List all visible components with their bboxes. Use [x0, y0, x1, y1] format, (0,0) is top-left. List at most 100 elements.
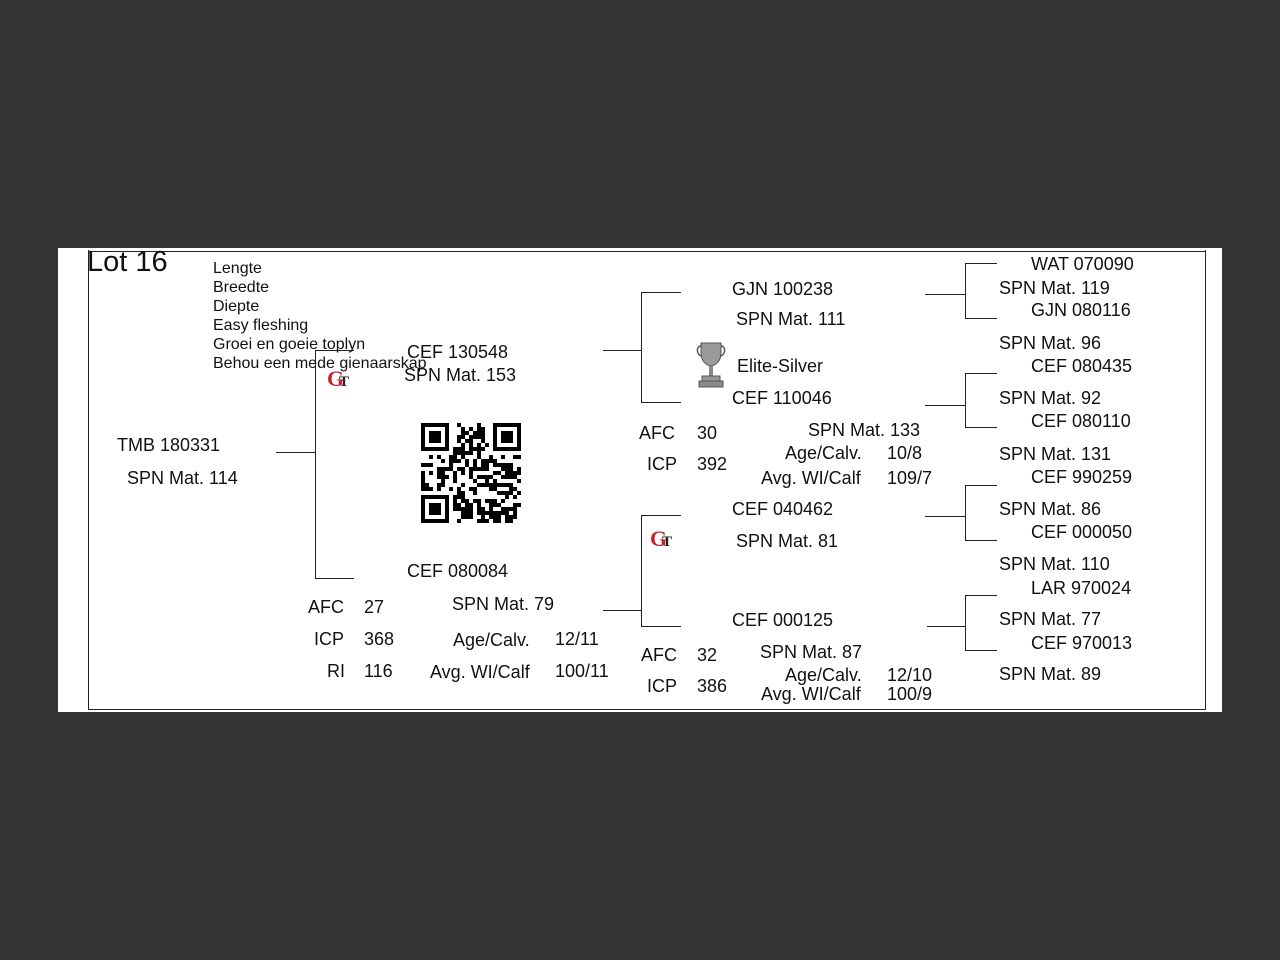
qr-module	[505, 463, 509, 467]
trait: Breedte	[213, 279, 270, 296]
qr-module	[505, 431, 509, 435]
qr-module	[437, 435, 441, 439]
qr-module	[461, 427, 465, 431]
qr-module	[421, 495, 425, 499]
pedigree-sheet	[58, 248, 1222, 712]
qr-module	[441, 447, 445, 451]
qr-module	[445, 519, 449, 523]
qr-module	[437, 475, 441, 479]
qr-module	[477, 455, 481, 459]
gen4-spn: SPN Mat. 86	[999, 499, 1102, 519]
qr-module	[445, 467, 449, 471]
qr-module	[489, 475, 493, 479]
gen4-id: CEF 080435	[1031, 356, 1133, 376]
qr-module	[421, 471, 425, 475]
qr-module	[441, 483, 445, 487]
qr-module	[509, 439, 513, 443]
qr-module	[505, 507, 509, 511]
connector	[965, 263, 966, 318]
qr-module	[465, 507, 469, 511]
qr-module	[509, 463, 513, 467]
qr-module	[481, 483, 485, 487]
connector	[315, 578, 354, 579]
dd-id: CEF 000125	[732, 610, 834, 630]
qr-module	[437, 423, 441, 427]
qr-module	[513, 507, 517, 511]
qr-module	[497, 483, 501, 487]
qr-module	[469, 471, 473, 475]
qr-module	[517, 447, 521, 451]
qr-module	[457, 495, 461, 499]
qr-module	[469, 487, 473, 491]
qr-module	[441, 471, 445, 475]
qr-module	[421, 499, 425, 503]
qr-module	[517, 455, 521, 459]
qr-module	[473, 459, 477, 463]
qr-module	[421, 439, 425, 443]
qr-module	[517, 491, 521, 495]
qr-module	[517, 467, 521, 471]
qr-module	[445, 503, 449, 507]
connector	[965, 373, 997, 374]
qr-module	[437, 487, 441, 491]
qr-module	[457, 439, 461, 443]
connector	[927, 626, 965, 627]
qr-module	[457, 467, 461, 471]
qr-module	[477, 467, 481, 471]
qr-module	[501, 447, 505, 451]
qr-module	[493, 423, 497, 427]
qr-module	[453, 471, 457, 475]
gen4-id: CEF 970013	[1031, 633, 1133, 653]
qr-module	[497, 519, 501, 523]
connector	[965, 373, 966, 427]
qr-module	[469, 447, 473, 451]
qr-module	[457, 507, 461, 511]
qr-module	[421, 483, 425, 487]
qr-module	[421, 463, 425, 467]
qr-module	[493, 459, 497, 463]
qr-module	[457, 487, 461, 491]
connector	[641, 292, 681, 293]
qr-module	[481, 515, 485, 519]
qr-module	[461, 431, 465, 435]
qr-module	[505, 491, 509, 495]
dd-icp-label: ICP	[647, 676, 678, 696]
qr-module	[429, 423, 433, 427]
qr-module	[477, 503, 481, 507]
qr-module	[453, 447, 457, 451]
frame-top	[88, 251, 1206, 252]
qr-module	[465, 503, 469, 507]
qr-module	[469, 475, 473, 479]
sd-icp: 392	[697, 454, 728, 474]
qr-module	[445, 495, 449, 499]
qr-module	[509, 431, 513, 435]
gen4-spn: SPN Mat. 77	[999, 609, 1102, 629]
connector	[965, 263, 997, 264]
qr-module	[433, 439, 437, 443]
qr-module	[469, 511, 473, 515]
qr-module	[517, 435, 521, 439]
qr-module	[513, 475, 517, 479]
qr-module	[453, 455, 457, 459]
qr-module	[429, 435, 433, 439]
qr-module	[501, 475, 505, 479]
qr-module	[505, 423, 509, 427]
ss-id: GJN 100238	[732, 279, 834, 299]
qr-module	[489, 511, 493, 515]
qr-module	[433, 503, 437, 507]
qr-module	[513, 455, 517, 459]
qr-module	[473, 499, 477, 503]
qr-module	[493, 431, 497, 435]
dam-age: 12/11	[555, 629, 599, 649]
connector	[641, 515, 681, 516]
qr-module	[469, 467, 473, 471]
gen4-id: GJN 080116	[1031, 300, 1131, 320]
sd-id: CEF 110046	[732, 388, 832, 408]
sd-icp-label: ICP	[647, 454, 678, 474]
qr-module	[473, 487, 477, 491]
qr-module	[509, 519, 513, 523]
qr-module	[425, 519, 429, 523]
qr-module	[465, 431, 469, 435]
qr-module	[493, 471, 497, 475]
